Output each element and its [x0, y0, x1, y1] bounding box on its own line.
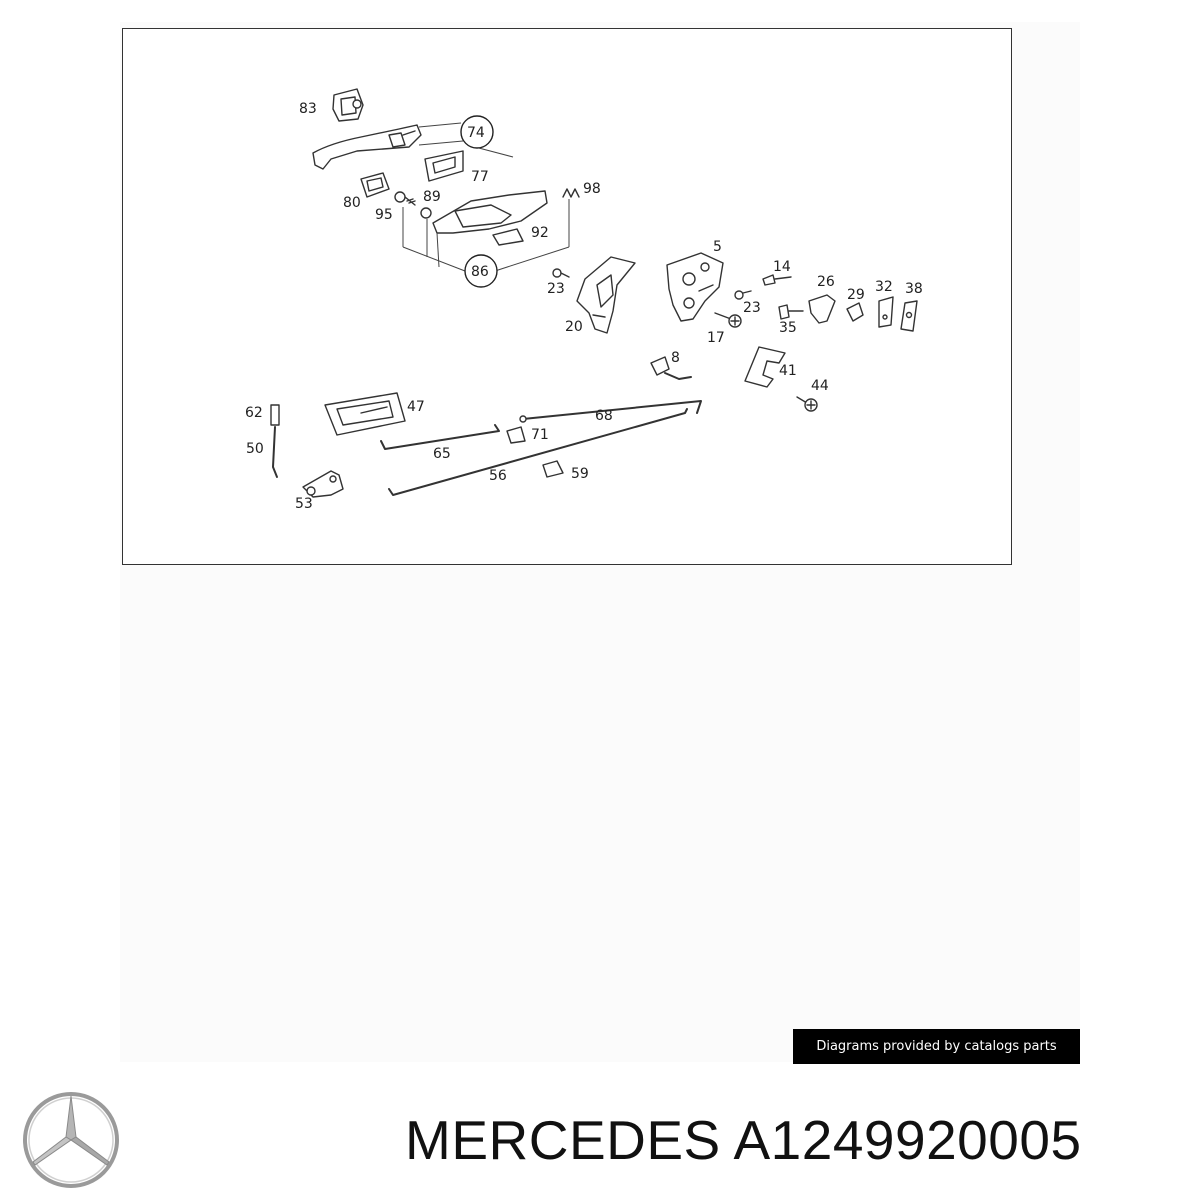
- part-83-cap: [332, 88, 364, 122]
- part-35-bolt: [778, 304, 804, 320]
- label-89: 89: [423, 189, 441, 205]
- part-50-rod: [272, 426, 278, 478]
- part-71-clip: [506, 426, 526, 444]
- label-92: 92: [531, 225, 549, 241]
- label-32: 32: [875, 279, 893, 295]
- label-26: 26: [817, 274, 835, 290]
- part-89-bushing: [420, 207, 432, 219]
- label-23b: 23: [743, 300, 761, 316]
- label-86: 86: [471, 264, 489, 280]
- label-71: 71: [531, 427, 549, 443]
- part-20-bracket: [576, 256, 636, 334]
- part-14-bolt: [762, 274, 792, 286]
- part-44-screw: [796, 396, 818, 412]
- part-32-plate: [878, 296, 894, 328]
- parts-diagram: 83 74 77 80 89 95 98 92 86 5 14 26 29 32…: [122, 28, 1012, 565]
- label-56: 56: [489, 468, 507, 484]
- part-59-clip: [542, 460, 564, 478]
- part-23-screw-a: [552, 268, 570, 278]
- part-29-clip: [846, 302, 864, 322]
- label-98: 98: [583, 181, 601, 197]
- label-65: 65: [433, 446, 451, 462]
- label-20: 20: [565, 319, 583, 335]
- mercedes-star-icon: [23, 1092, 119, 1188]
- part-62-sleeve: [270, 404, 280, 426]
- label-41: 41: [779, 363, 797, 379]
- part-98-spring: [562, 188, 580, 198]
- label-8: 8: [671, 350, 680, 366]
- label-38: 38: [905, 281, 923, 297]
- label-23a: 23: [547, 281, 565, 297]
- part-95-screw: [394, 191, 416, 206]
- label-80: 80: [343, 195, 361, 211]
- label-44: 44: [811, 378, 829, 394]
- label-59: 59: [571, 466, 589, 482]
- part-86-handle-carrier: [402, 190, 570, 288]
- label-17: 17: [707, 330, 725, 346]
- label-47: 47: [407, 399, 425, 415]
- label-14: 14: [773, 259, 791, 275]
- part-80-bezel: [360, 172, 390, 198]
- label-62: 62: [245, 405, 263, 421]
- part-38-plate: [900, 300, 918, 332]
- label-77: 77: [471, 169, 489, 185]
- label-35: 35: [779, 320, 797, 336]
- part-41-cover: [744, 346, 786, 388]
- label-50: 50: [246, 441, 264, 457]
- label-29: 29: [847, 287, 865, 303]
- label-83: 83: [299, 101, 317, 117]
- part-8-connector: [650, 356, 670, 376]
- part-77-insert: [424, 150, 464, 182]
- part-65-rod: [380, 424, 500, 450]
- part-47-inner-handle: [324, 392, 406, 436]
- diagram-drawing: 83 74 77 80 89 95 98 92 86 5 14 26 29 32…: [245, 88, 923, 512]
- part-8-rod: [664, 372, 692, 380]
- label-74: 74: [467, 125, 485, 141]
- part-23-screw-b: [734, 290, 752, 300]
- label-5: 5: [713, 239, 722, 255]
- part-68-rod: [519, 400, 702, 423]
- product-title: MERCEDES A1249920005: [405, 1109, 1082, 1171]
- part-53-lever: [302, 470, 344, 498]
- part-26-clip: [808, 294, 836, 324]
- part-17-screw: [714, 312, 742, 328]
- part-56-rod: [388, 408, 688, 496]
- diagram-credit-badge: Diagrams provided by catalogs parts: [793, 1029, 1080, 1064]
- label-95: 95: [375, 207, 393, 223]
- part-74-outer-handle: [312, 115, 514, 170]
- part-5-door-lock: [666, 252, 724, 322]
- label-68: 68: [595, 408, 613, 424]
- label-53: 53: [295, 496, 313, 512]
